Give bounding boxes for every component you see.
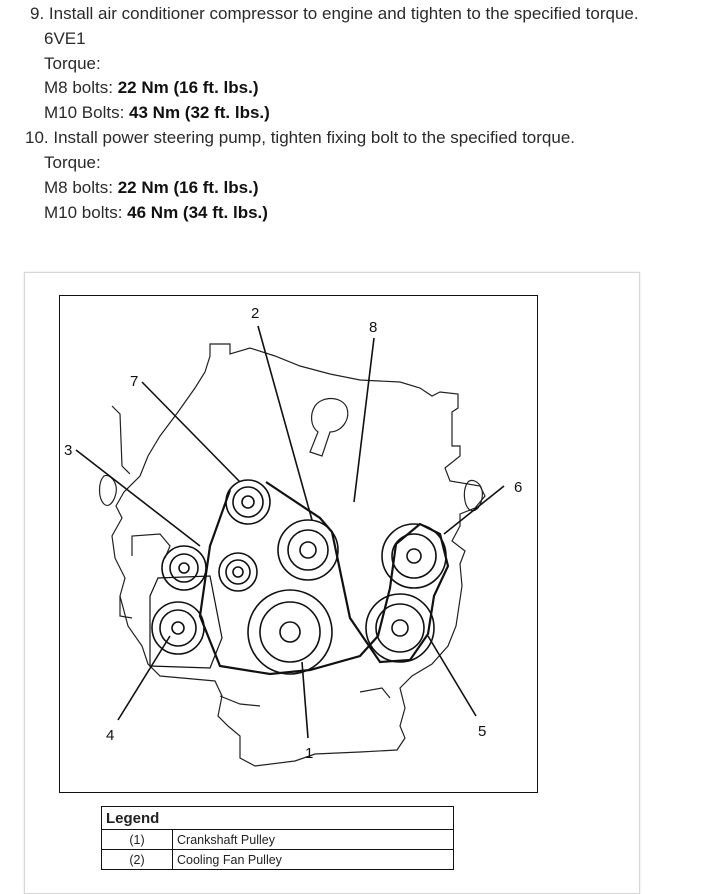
pulleys xyxy=(149,479,447,675)
legend-name: Cooling Fan Pulley xyxy=(172,849,454,870)
legend-title: Legend xyxy=(101,806,454,830)
spec-label: M10 Bolts: xyxy=(44,103,125,122)
callout-2: 2 xyxy=(251,305,259,322)
step-9-torque-label: Torque: xyxy=(44,54,101,73)
legend-header-row: Legend xyxy=(101,806,454,830)
callout-8: 8 xyxy=(369,319,377,336)
belt-routing-diagram: 1 2 3 4 5 6 7 8 xyxy=(59,295,538,793)
callout-5: 5 xyxy=(478,723,486,740)
callout-3: 3 xyxy=(64,442,72,459)
engine-outline xyxy=(98,343,486,767)
spec-value: 46 Nm (34 ft. lbs.) xyxy=(127,203,268,222)
step-10-spec-m8: M8 bolts: 22 Nm (16 ft. lbs.) xyxy=(44,176,258,200)
step-9-number: 9. xyxy=(30,4,45,23)
callout-7: 7 xyxy=(130,373,138,390)
step-9-line: 9. Install air conditioner compressor to… xyxy=(30,2,639,26)
step-9-model: 6VE1 xyxy=(44,29,86,48)
legend-table: Legend (1) Crankshaft Pulley (2) Cooling… xyxy=(101,806,454,870)
callout-6: 6 xyxy=(514,479,522,496)
legend-row: (2) Cooling Fan Pulley xyxy=(101,849,454,870)
spec-value: 22 Nm (16 ft. lbs.) xyxy=(117,178,259,197)
spec-label: M8 bolts: xyxy=(44,78,113,97)
drive-belt xyxy=(198,481,450,676)
step-10-spec-m10: M10 bolts: 46 Nm (34 ft. lbs.) xyxy=(44,201,268,225)
step-10-torque-label: Torque: xyxy=(44,153,101,172)
engine-diagram-svg: 1 2 3 4 5 6 7 8 xyxy=(64,305,522,767)
step-10-text: Install power steering pump, tighten fix… xyxy=(53,128,576,147)
legend-name: Crankshaft Pulley xyxy=(172,829,454,850)
spec-label: M8 bolts: xyxy=(44,178,113,197)
legend-row: (1) Crankshaft Pulley xyxy=(101,829,454,850)
legend-id: (2) xyxy=(101,849,173,870)
callout-4: 4 xyxy=(106,727,114,744)
legend-id: (1) xyxy=(101,829,173,850)
step-9-text: Install air conditioner compressor to en… xyxy=(48,4,639,23)
step-10-line: 10. Install power steering pump, tighten… xyxy=(25,126,575,150)
callout-leaders xyxy=(75,325,505,739)
spec-label: M10 bolts: xyxy=(44,203,123,222)
spec-value: 22 Nm (16 ft. lbs.) xyxy=(117,78,259,97)
spec-value: 43 Nm (32 ft. lbs.) xyxy=(129,103,270,122)
step-9-spec-m10: M10 Bolts: 43 Nm (32 ft. lbs.) xyxy=(44,101,270,125)
callout-1: 1 xyxy=(305,745,313,762)
step-10-number: 10. xyxy=(25,128,49,147)
step-9-spec-m8: M8 bolts: 22 Nm (16 ft. lbs.) xyxy=(44,76,258,100)
